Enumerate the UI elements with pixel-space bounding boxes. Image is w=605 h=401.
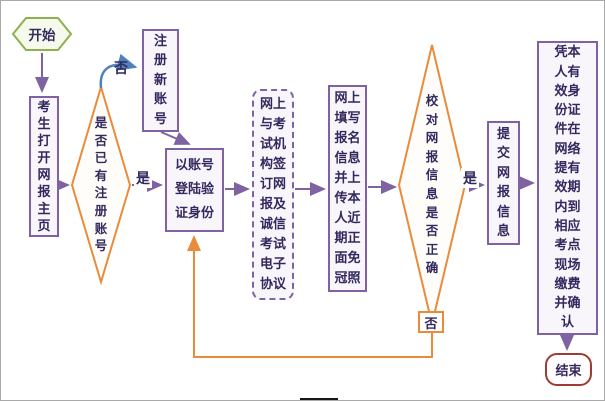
label-yes-right: 是 [461,168,479,188]
label-no-bottom: 否 [418,311,444,333]
node-decision-verify: 校对网报信息是否正确 [425,93,439,276]
node-sign-agreement: 网上与考试机构签订网报及诚信考试电子协议 [252,89,294,300]
arrow-feedback-no-to-login [187,235,433,358]
node-login-verify: 以账号登陆验证身份 [165,148,224,232]
node-label: 提交网报信息 [496,126,510,240]
node-label: 注册新账号 [153,33,167,127]
decision-has-account-shape [70,83,132,286]
node-label: 网上与考试机构签订网报及诚信考试电子协议 [259,96,286,292]
node-label: 考生打开网报主页 [37,99,51,234]
node-label: 以账号登陆验证身份 [174,158,214,221]
node-open-homepage: 考生打开网报主页 [29,96,59,237]
node-end: 结束 [545,353,592,386]
node-decision-has-account: 是否已有注册账号 [94,115,108,254]
node-label: 开始 [28,28,56,44]
start-hexagon-shape [11,17,73,51]
node-onsite-confirm: 凭本人有效身份证件在网络提有效期内到相应考点现场缴费并确认 [537,41,598,335]
node-start: 开始 [13,17,71,51]
bottom-edge-artifact [300,398,338,400]
node-register-account: 注册新账号 [142,29,179,132]
arrow-no-to-register [99,53,138,89]
label-no-top: 否 [114,61,128,77]
node-fill-info: 网上填写报名信息并上传本人近期正面免冠照 [328,85,367,292]
node-label: 结束 [555,364,582,379]
node-submit-info: 提交网报信息 [487,121,520,245]
label-yes-left: 是 [134,168,152,188]
node-label: 凭本人有效身份证件在网络提有效期内到相应考点现场缴费并确认 [554,45,581,331]
node-label: 网上填写报名信息并上传本人近期正面免冠照 [334,90,361,286]
arrow-register-to-login [160,131,191,145]
